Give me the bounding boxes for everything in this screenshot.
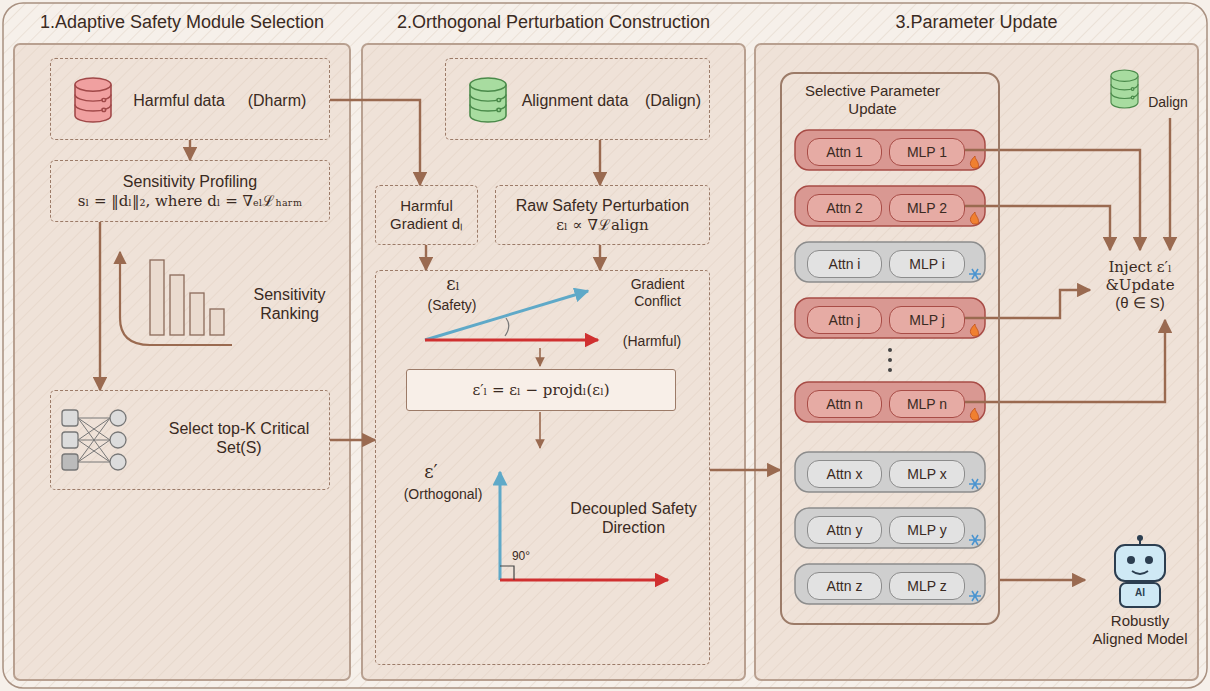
node-text: 1.Adaptive Safety Module Selection <box>14 12 350 34</box>
node-text: Attn y <box>827 522 863 539</box>
mlp-block: MLP 2 <box>889 194 965 222</box>
node-text: MLP j <box>909 312 945 329</box>
mlp-block: MLP y <box>889 516 965 544</box>
node-text: Inject ε′ₗ &Update <box>1096 258 1184 294</box>
flow-arrow <box>1169 118 1171 250</box>
node-text: (θ ∈ S) <box>1115 294 1165 312</box>
flow-arrow <box>189 140 191 160</box>
attention-block: Attn y <box>807 516 882 544</box>
panel: 1.Adaptive Safety Module SelectionHarmfu… <box>14 6 350 680</box>
layer-stack: Selective Parameter UpdateAttn 1 MLP 1 Att… <box>780 72 1000 625</box>
attention-block: Attn z <box>807 572 882 600</box>
flow-arrow <box>599 140 601 185</box>
mlp-block: MLP x <box>889 460 965 488</box>
data-icon: Dalign <box>1106 64 1194 118</box>
annotation-label: (Safety) <box>420 297 484 314</box>
mlp-block: MLP n <box>889 390 965 418</box>
node-text: MLP z <box>907 578 946 595</box>
data-box: Alignment data(Dalign) <box>445 58 710 140</box>
attention-block: Attn j <box>807 306 882 334</box>
attention-block: Attn n <box>807 390 882 418</box>
annotation-label: ε′ <box>414 461 448 483</box>
flow-arrow <box>710 469 780 471</box>
annotation-label: 90° <box>505 549 537 563</box>
node-text: Sensitivity Profiling <box>123 172 257 191</box>
node-text: 3.Parameter Update <box>755 12 1198 34</box>
flow-arrow <box>965 206 1110 250</box>
flow-arrow <box>425 245 427 270</box>
node-text: Alignment data <box>514 91 636 110</box>
node-text: Robustly Aligned Model <box>1088 612 1192 648</box>
node-text: MLP y <box>907 522 946 539</box>
node-text: ε′ₗ = εₗ − projdₗ(εₗ) <box>472 381 609 399</box>
flow-arrow <box>965 320 1165 402</box>
node-text: (Dalign) <box>639 91 707 110</box>
node-text: MLP 2 <box>907 200 947 217</box>
annotation-label: (Harmful) <box>610 333 694 350</box>
node-text: Select top-K Critical Set(S) <box>153 419 325 457</box>
node-text: Attn x <box>827 466 863 483</box>
panel: 2.Orthogonal Perturbation ConstructionAl… <box>362 6 745 680</box>
attention-block: Attn 2 <box>807 194 882 222</box>
node-text: AI <box>1125 587 1155 599</box>
node-text: Attn z <box>827 578 863 595</box>
mlp-block: MLP i <box>889 250 965 278</box>
node-text: 2.Orthogonal Perturbation Construction <box>362 12 745 34</box>
formula-box: ε′ₗ = εₗ − projdₗ(εₗ) <box>406 369 676 411</box>
annotation-label: εₗ <box>436 273 470 295</box>
annotation-label: Sensitivity Ranking <box>242 285 337 323</box>
process-box: Sensitivity Profilingsₗ = ‖dₗ‖₂, where d… <box>50 160 330 222</box>
attention-block: Attn i <box>807 250 882 278</box>
process-box: Raw Safety Perturbationεₗ ∝ ∇ℒalign <box>495 185 710 245</box>
mlp-block: MLP z <box>889 572 965 600</box>
annotation-label: (Orthogonal) <box>393 486 493 503</box>
node-text: εₗ ∝ ∇ℒalign <box>556 216 648 234</box>
flow-arrow <box>1000 579 1085 581</box>
inject-step: Inject ε′ₗ &Update(θ ∈ S) <box>1090 250 1190 320</box>
mlp-block: MLP 1 <box>889 138 965 166</box>
node-text: (Dharm) <box>237 91 317 110</box>
mlp-block: MLP j <box>889 306 965 334</box>
node-text: Harmful data <box>127 91 231 110</box>
process-box: Select top-K Critical Set(S) <box>50 390 330 490</box>
flow-arrow <box>330 100 420 185</box>
flow-arrow <box>965 290 1090 318</box>
node-text: sₗ = ‖dₗ‖₂, where dₗ = ∇ₑₗℒₕₐᵣₘ <box>78 192 302 210</box>
flow-arrow <box>99 222 101 390</box>
node-text: Attn 1 <box>826 144 863 161</box>
node-text: MLP 1 <box>907 144 947 161</box>
flow-arrow <box>330 439 375 441</box>
node-text: MLP x <box>907 466 946 483</box>
node-text: Selective Parameter Update <box>795 82 950 118</box>
process-box: Harmful Gradient dₗ <box>375 185 478 245</box>
attention-block: Attn x <box>807 460 882 488</box>
attention-block: Attn 1 <box>807 138 882 166</box>
node-text: Dalign <box>1143 94 1193 111</box>
panel: 3.Parameter UpdateSelective Parameter Up… <box>755 6 1198 680</box>
node-text: MLP i <box>909 256 945 273</box>
node-text: Attn 2 <box>826 200 863 217</box>
annotation-label: Gradient Conflict <box>610 276 705 310</box>
node-text: Attn i <box>829 256 861 273</box>
node-text: Attn n <box>826 396 863 413</box>
flow-arrow <box>965 150 1140 250</box>
node-text: Attn j <box>829 312 861 329</box>
data-box: Harmful data (Dharm) <box>50 58 330 140</box>
node-text: MLP n <box>907 396 947 413</box>
robot-model: AI Robustly Aligned Model <box>1085 540 1195 668</box>
node-text: Decoupled Safety Direction <box>566 499 701 537</box>
flow-arrow <box>599 245 601 270</box>
node-text: Raw Safety Perturbation <box>516 196 689 215</box>
node-text: Harmful Gradient dₗ <box>382 197 471 233</box>
